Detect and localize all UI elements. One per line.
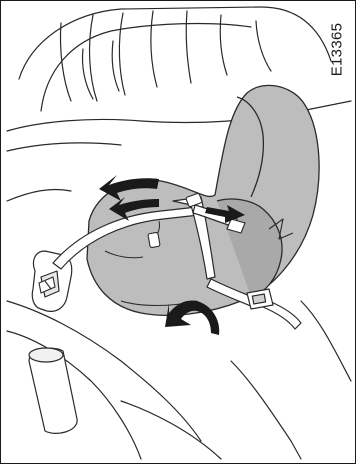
seat-cylinder <box>29 348 77 433</box>
figure-id-label: E13365 <box>327 7 347 91</box>
seat-belt-buckle <box>247 289 273 309</box>
figure-id-text: E13365 <box>329 22 346 76</box>
